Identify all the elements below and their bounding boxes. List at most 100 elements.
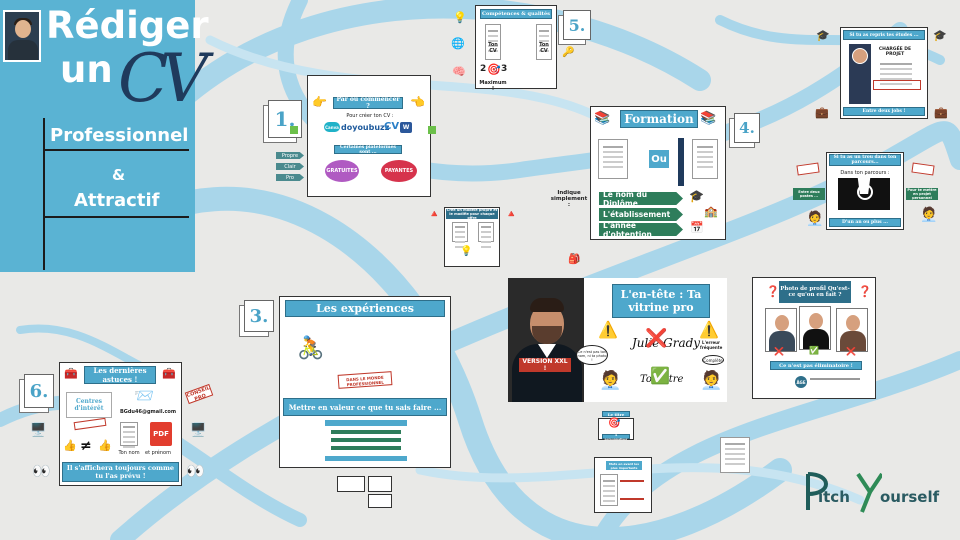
section-6-footer: Il s'affichera toujours comme tu l'as pr…	[62, 462, 179, 482]
small-document	[720, 437, 750, 473]
cv-name: Julie Grady	[632, 336, 701, 350]
warning-cone-icon: 🔺	[428, 209, 441, 220]
title-panel: Rédiger un CV Professionnel & Attractif	[0, 0, 209, 272]
avatar	[3, 10, 41, 62]
trou-caption: Dans ton parcours :	[840, 170, 890, 176]
cv-thumbnail	[452, 222, 468, 242]
trou-banner: Si tu as un trou dans ton parcours...	[829, 154, 901, 166]
person-icon: 🧑‍💼	[599, 370, 622, 391]
mini-slide[interactable]	[368, 476, 392, 492]
trou-footer: D'un an ou plus ...	[829, 218, 901, 227]
thumbs-up-icon: 👍	[98, 439, 112, 452]
section-number-1[interactable]: 1.	[268, 100, 302, 138]
brain-icon: 🧠	[452, 65, 466, 78]
cv-thumbnail	[478, 222, 494, 242]
briefcase-icon: 💼	[934, 106, 948, 119]
tools-icon: 🧰	[64, 367, 78, 380]
divider	[43, 216, 189, 218]
eyes-icon: 👀	[186, 462, 205, 480]
person-icon: 🧑‍💼	[700, 370, 723, 391]
question-icon: ❓	[858, 285, 872, 298]
tag-clair: Clair	[276, 163, 304, 170]
doyoubuzz-logo: doyoubuzz	[341, 123, 390, 132]
title-professionnel: Professionnel	[50, 125, 189, 146]
mail-icon: 📨	[134, 386, 154, 405]
section-4-banner: Formation	[620, 110, 698, 128]
divider	[43, 118, 45, 270]
profile-sample-1	[765, 308, 797, 352]
cv-thumbnail	[600, 474, 618, 506]
trou-right-tag: Pour te mettre en projet personnel	[906, 188, 938, 200]
section-1-subtitle: Pour créer ton CV :	[346, 113, 394, 119]
mini-slide[interactable]	[337, 476, 365, 492]
cv-logo-mark: CV	[118, 40, 208, 117]
reprise-banner: Si tu as repris tes études ...	[843, 30, 925, 40]
logo-text-ourself: ourself	[880, 488, 940, 506]
network-icon: 🖥️	[30, 423, 47, 438]
warning-label: L'erreur fréquente	[700, 340, 723, 350]
canva-logo: Canva	[324, 122, 340, 132]
person-icon: 🧑‍💼	[806, 211, 824, 227]
cv-thumbnail	[536, 24, 552, 60]
warning-icon: ⚠️	[598, 320, 618, 339]
title-line-1: Rédiger	[46, 4, 209, 47]
network-icon: 🖥️	[190, 423, 207, 438]
section-2-banner: L'en-tête : Ta vitrine pro	[612, 284, 710, 318]
section-5-banner: Compétences & qualités	[480, 9, 552, 19]
section-number-5[interactable]: 5.	[563, 10, 591, 40]
photo-footer: Ce n'est pas éliminatoire !	[770, 361, 862, 370]
profile-photo	[508, 278, 584, 402]
key-icon: 🔑	[562, 47, 575, 58]
target-icon: 🎯	[608, 418, 621, 429]
number-3: 3	[501, 64, 508, 74]
checkmark-icon: ✅	[650, 366, 670, 385]
platforms-banner: Certaines plateformes sont ...	[334, 145, 402, 155]
diploma-document	[692, 139, 718, 179]
cv-gap-ring	[857, 184, 873, 200]
section-6-banner: Les dernières astuces !	[84, 366, 156, 384]
tag-propre: Propre	[276, 152, 304, 159]
pitchyourself-logo-frame	[806, 472, 882, 513]
cv-photo	[852, 48, 868, 64]
lightbulb-icon: 💡	[460, 246, 473, 257]
network-icon: 🌐	[451, 37, 465, 50]
diploma-ribbon	[678, 138, 684, 186]
section-1-banner: Par où commencer ?	[333, 96, 403, 110]
cyclist-icon: 🚴	[297, 336, 325, 361]
mini-slide[interactable]	[368, 494, 392, 508]
highlight-box	[873, 80, 921, 90]
divider	[43, 149, 189, 151]
checkmark-icon: ✅	[809, 346, 819, 355]
title-line-2: un	[60, 48, 113, 91]
section-number-3[interactable]: 3.	[244, 300, 274, 332]
profile-sample-3	[836, 308, 868, 352]
cv-doc-title: CHARGÉE DE PROJET	[878, 47, 912, 57]
section-number-6[interactable]: 6.	[24, 374, 54, 408]
books-icon: 📚	[594, 111, 611, 126]
complete-bubble: Complète	[702, 355, 724, 365]
pdf-icon: PDF	[150, 422, 172, 446]
cross-icon: ❌	[645, 328, 668, 349]
lightbulb-icon: 💡	[453, 11, 467, 24]
pointing-hand-icon: 👈	[410, 95, 425, 109]
graduation-cap-icon: 🎓	[933, 29, 947, 42]
section-number-4[interactable]: 4.	[734, 113, 760, 143]
question-icon: ❓	[766, 285, 780, 298]
tools-icon: 🧰	[162, 367, 176, 380]
photo-note	[810, 378, 860, 380]
valorise-banner: Mettre en valeur ce que tu sais faire ..…	[283, 398, 447, 416]
person-icon: 🧑‍💼	[920, 207, 938, 223]
section-1-frame[interactable]	[307, 75, 431, 197]
books-icon: 📚	[700, 111, 717, 126]
experience-diagram	[325, 420, 407, 462]
title-attractif: Attractif	[74, 190, 160, 211]
graduation-cap-icon: 🎓	[689, 189, 704, 203]
graduation-cap-icon: 🎓	[816, 29, 830, 42]
warning-cone-icon: 🔺	[505, 209, 518, 220]
speech-bubble: Ce n'est pas ton nom, ni ta photo !	[576, 345, 608, 365]
paid-badge: PAYANTES	[381, 160, 417, 182]
section-3-banner: Les expériences	[285, 300, 445, 317]
number-2: 2	[480, 64, 487, 74]
tag-pro: Pro	[276, 174, 304, 181]
free-badge: GRATUITES	[325, 160, 359, 182]
